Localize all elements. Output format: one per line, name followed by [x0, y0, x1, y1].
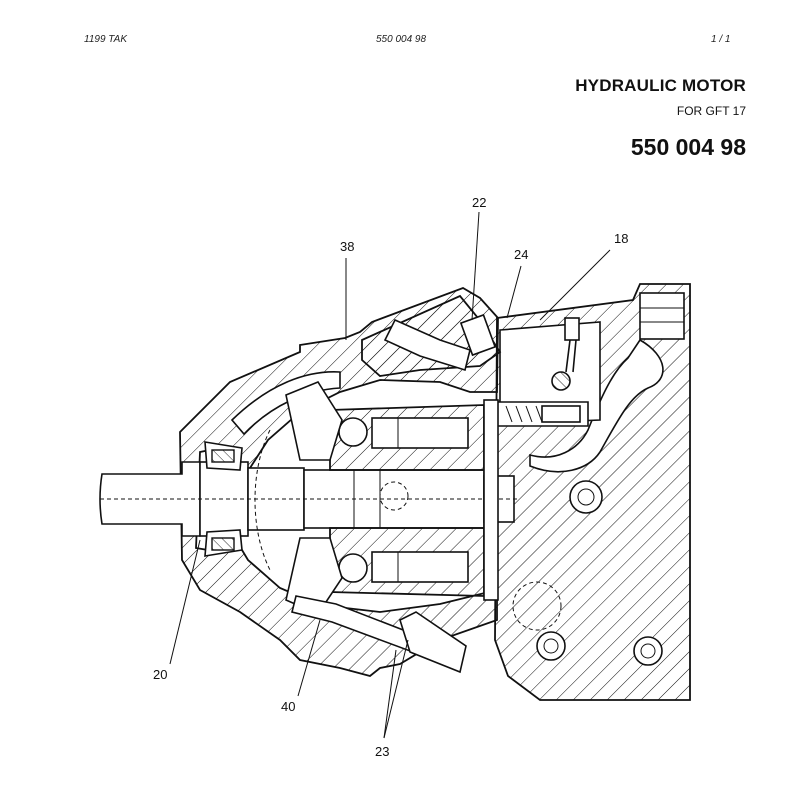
callout-40: 40	[281, 699, 295, 714]
drawing-title: HYDRAULIC MOTOR	[575, 76, 746, 95]
part-number: 550 004 98	[630, 134, 746, 160]
callout-18: 18	[614, 231, 628, 246]
header-document-number: 550 004 98	[376, 34, 427, 45]
retaining-plate	[254, 381, 343, 616]
callout-20: 20	[153, 667, 167, 682]
header-left-code: 1199 TAK	[84, 34, 127, 45]
roller-bearings	[204, 441, 243, 557]
callout-labels: 22 18 38 24 20 40 23	[153, 195, 628, 759]
drawing-subtitle: FOR GFT 17	[676, 104, 746, 118]
output-shaft	[99, 461, 520, 537]
callout-23: 23	[375, 744, 389, 759]
cylinder-block	[329, 399, 499, 601]
callout-22: 22	[472, 195, 486, 210]
header-page-indicator: 1 / 1	[711, 34, 731, 45]
callout-24: 24	[514, 247, 528, 262]
adjusting-piston	[291, 313, 497, 674]
callout-38: 38	[340, 239, 354, 254]
callout-leaders	[169, 211, 611, 739]
